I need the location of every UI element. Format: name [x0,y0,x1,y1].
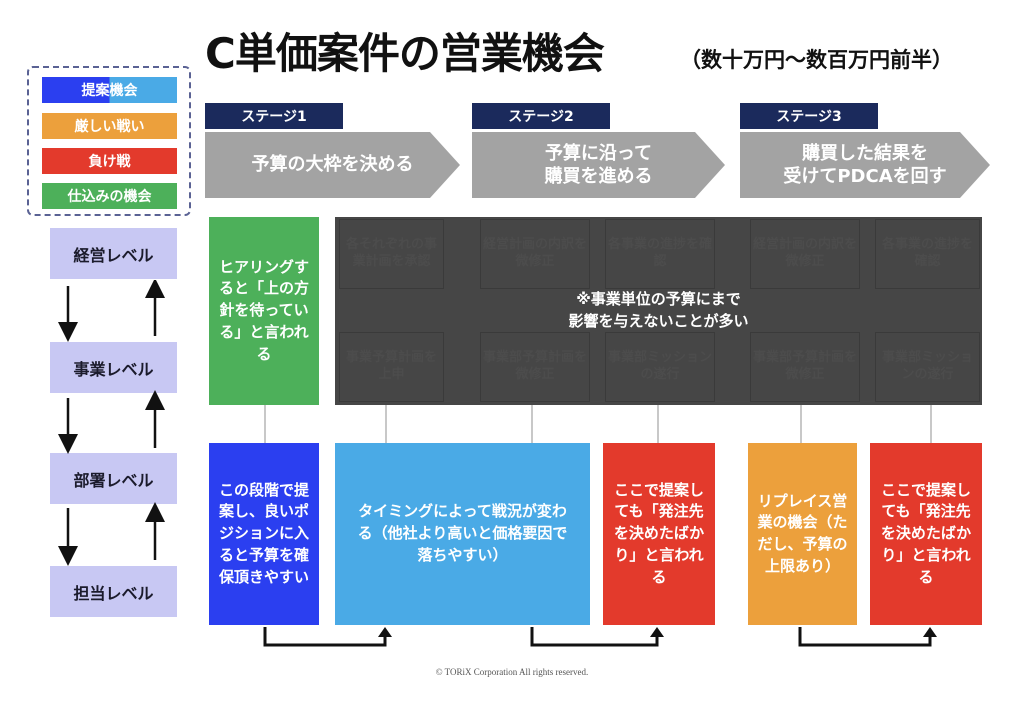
connector [930,405,932,443]
seeding-box: ヒアリングすると「上の方針を待っている」と言われる [209,217,319,405]
flow-arrow-icon [798,627,932,647]
connector [800,405,802,443]
flow-arrow-icon [530,627,659,647]
level-arrows [58,280,165,566]
bottom-flow-arrows [263,627,937,647]
legend: 提案機会 厳しい戦い 負け戦 仕込みの機会 [27,66,191,216]
page-title: C単価案件の営業機会 [205,29,605,78]
hidden-box: 経営計画の内訳を微修正 [750,219,860,289]
hidden-box: 事業部ミッションの遂行 [605,332,715,402]
legend-tough: 厳しい戦い [42,113,177,139]
legend-losing: 負け戦 [42,148,177,174]
hidden-box: 事業予算計画を上申 [339,332,444,402]
level-staff: 担当レベル [50,566,177,617]
legend-proposal: 提案機会 [42,77,177,103]
losing-box-stage2: ここで提案しても「発注先を決めたばかり」と言われる [603,443,715,625]
copyright-footer: © TORiX Corporation All rights reserved. [435,667,589,677]
hidden-box: 事業部予算計画を微修正 [750,332,860,402]
tough-box-stage3: リプレイス営業の機会（ただし、予算の上限あり） [748,443,857,625]
level-business: 事業レベル [50,342,177,393]
overlay-note: ※事業単位の予算にまで 影響を与えないことが多い [568,290,749,330]
stage-1-chevron: 予算の大枠を決める [205,132,460,198]
page-subtitle: （数十万円〜数百万円前半） [680,48,953,72]
hidden-box: 各事業の進捗を確認 [605,219,715,289]
legend-seeding: 仕込みの機会 [42,183,177,209]
stage-1-tag: ステージ1 [205,103,343,129]
stage-3-chevron: 購買した結果を 受けてPDCAを回す [740,132,990,198]
losing-box-stage3: ここで提案しても「発注先を決めたばかり」と言われる [870,443,982,625]
hidden-box: 各それぞれの事業計画を承認 [339,219,444,289]
stage-2-chevron: 予算に沿って 購買を進める [472,132,725,198]
proposal-box-stage1: この段階で提案し、良いポジションに入ると予算を確保頂きやすい [209,443,319,625]
hidden-box: 事業部予算計画を微修正 [480,332,590,402]
hidden-box: 経営計画の内訳を微修正 [480,219,590,289]
hidden-box: 事業部ミッションの遂行 [875,332,980,402]
proposal-box-stage2: タイミングによって戦況が変わる（他社より高いと価格要因で落ちやすい） [335,443,590,625]
connector [385,405,387,443]
connector [531,405,533,443]
connector [264,405,266,443]
dark-overlay: 各それぞれの事業計画を承認 経営計画の内訳を微修正 各事業の進捗を確認 経営計画… [335,217,982,405]
stage-3-tag: ステージ3 [740,103,878,129]
connector [657,405,659,443]
level-management: 経営レベル [50,228,177,279]
stage-2-tag: ステージ2 [472,103,610,129]
level-department: 部署レベル [50,453,177,504]
hidden-box: 各事業の進捗を確認 [875,219,980,289]
flow-arrow-icon [263,627,387,647]
